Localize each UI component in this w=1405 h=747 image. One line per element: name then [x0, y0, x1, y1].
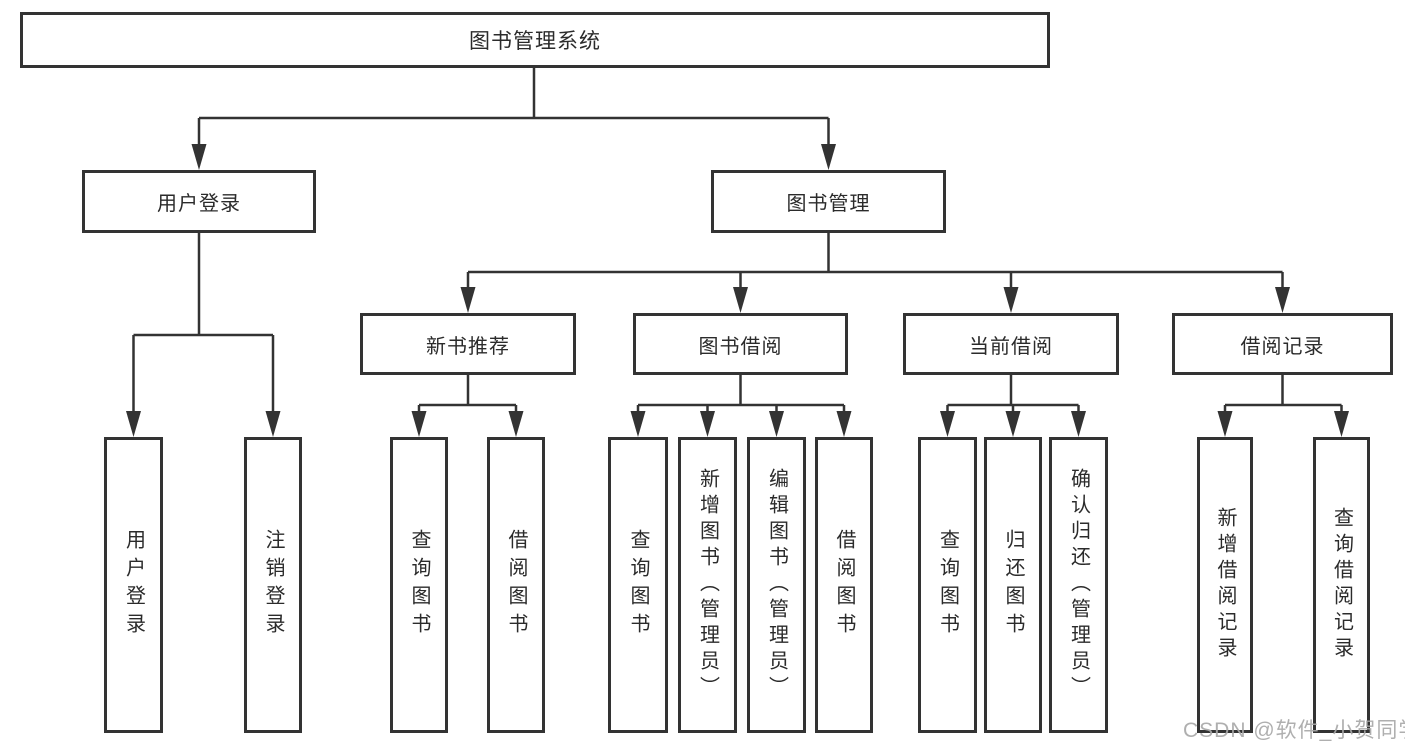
node-label: 当前借阅	[969, 335, 1053, 358]
node-leaf-return-books: 归还图书	[984, 437, 1042, 733]
node-book-management: 图书管理	[711, 170, 946, 233]
node-label: 用户登录	[157, 193, 241, 215]
node-label: 新书推荐	[426, 335, 510, 358]
node-label: 注销登录	[262, 529, 284, 641]
node-label: 新增图书（管理员）	[696, 468, 719, 702]
node-leaf-query-books-2: 查询图书	[608, 437, 668, 733]
node-label: 查询图书	[408, 529, 430, 641]
node-label: 图书管理系统	[469, 30, 601, 53]
node-leaf-query-books: 查询图书	[390, 437, 448, 733]
node-book-borrowing: 图书借阅	[633, 313, 848, 375]
node-leaf-add-borrow-record: 新增借阅记录	[1197, 437, 1253, 733]
node-leaf-query-borrow-record: 查询借阅记录	[1313, 437, 1370, 733]
node-leaf-add-books-admin: 新增图书（管理员）	[678, 437, 737, 733]
node-new-book-recommendation: 新书推荐	[360, 313, 576, 375]
node-label: 借阅图书	[505, 529, 527, 641]
node-leaf-query-books-3: 查询图书	[918, 437, 977, 733]
node-leaf-user-login: 用户登录	[104, 437, 163, 733]
node-leaf-confirm-return-admin: 确认归还（管理员）	[1049, 437, 1108, 733]
node-label: 图书管理	[786, 193, 871, 215]
node-label: 借阅记录	[1240, 335, 1325, 358]
node-label: 图书借阅	[698, 335, 783, 358]
csdn-watermark: CSDN @软件_小贺同学	[1183, 719, 1405, 742]
node-label: 归还图书	[1002, 529, 1024, 641]
node-label: 借阅图书	[833, 529, 855, 641]
node-label: 查询图书	[627, 529, 649, 641]
node-library-management-system: 图书管理系统	[20, 12, 1050, 68]
node-label: 确认归还（管理员）	[1067, 468, 1090, 702]
node-leaf-borrow-books: 借阅图书	[487, 437, 545, 733]
node-label: 查询图书	[936, 529, 959, 641]
node-label: 查询借阅记录	[1330, 507, 1353, 663]
node-leaf-borrow-books-2: 借阅图书	[815, 437, 873, 733]
node-label: 新增借阅记录	[1214, 507, 1236, 663]
node-leaf-logout: 注销登录	[244, 437, 302, 733]
node-label: 编辑图书（管理员）	[765, 468, 788, 702]
node-leaf-edit-books-admin: 编辑图书（管理员）	[747, 437, 806, 733]
node-label: 用户登录	[122, 529, 145, 641]
node-current-borrowing: 当前借阅	[903, 313, 1119, 375]
node-user-login: 用户登录	[82, 170, 316, 233]
node-borrowing-records: 借阅记录	[1172, 313, 1393, 375]
